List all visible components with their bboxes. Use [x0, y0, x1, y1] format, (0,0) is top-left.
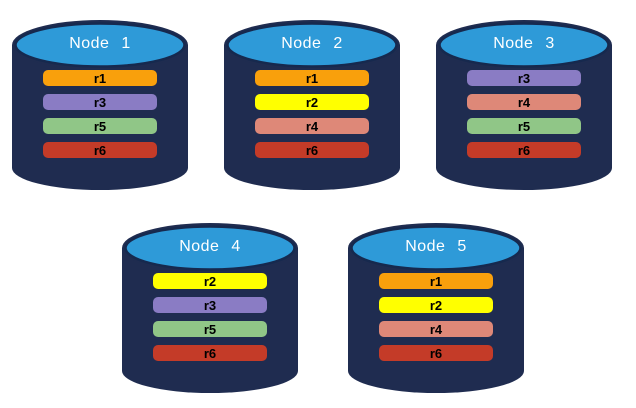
replica-bar: r2 — [255, 94, 369, 110]
replica-bar: r3 — [43, 94, 157, 110]
replica-bar: r1 — [255, 70, 369, 86]
replica-label: r2 — [203, 274, 217, 289]
replica-label: r5 — [517, 119, 531, 134]
replica-label: r5 — [203, 322, 217, 337]
replica-label: r5 — [93, 119, 107, 134]
replica-bar: r3 — [467, 70, 581, 86]
replica-bar: r4 — [255, 118, 369, 134]
node-5: Node 5 r1 r2 r4 r6 — [348, 213, 524, 394]
node-title: Node 2 — [281, 35, 343, 52]
replica-bar: r4 — [467, 94, 581, 110]
replica-label: r6 — [305, 143, 319, 158]
replica-label: r4 — [305, 119, 319, 134]
replica-bar: r2 — [153, 273, 267, 289]
node-title: Node 4 — [179, 238, 241, 255]
cylinder-top-face — [226, 22, 398, 68]
replica-label: r1 — [93, 71, 107, 86]
node-4: Node 4 r2 r3 r5 r6 — [122, 213, 298, 394]
node-3: Node 3 r3 r4 r5 r6 — [436, 10, 612, 191]
replica-label: r1 — [429, 274, 443, 289]
replica-bar: r6 — [467, 142, 581, 158]
replica-bar: r6 — [43, 142, 157, 158]
replica-bar: r5 — [153, 321, 267, 337]
replica-bar: r5 — [467, 118, 581, 134]
node-title: Node 3 — [493, 35, 555, 52]
cylinder-top-face — [438, 22, 610, 68]
replica-bar: r5 — [43, 118, 157, 134]
node-1: Node 1 r1 r3 r5 r6 — [12, 10, 188, 191]
replica-label: r4 — [517, 95, 531, 110]
cylinder-top-face — [14, 22, 186, 68]
replica-label: r2 — [305, 95, 319, 110]
replica-bar: r6 — [255, 142, 369, 158]
replica-label: r6 — [203, 346, 217, 361]
replica-bar: r3 — [153, 297, 267, 313]
replica-label: r6 — [517, 143, 531, 158]
replica-label: r3 — [93, 95, 107, 110]
node-title: Node 5 — [405, 238, 467, 255]
replica-bar: r2 — [379, 297, 493, 313]
replica-bar: r1 — [43, 70, 157, 86]
replica-bar: r4 — [379, 321, 493, 337]
replica-label: r4 — [429, 322, 443, 337]
replica-label: r6 — [429, 346, 443, 361]
replica-bar: r1 — [379, 273, 493, 289]
replica-label: r3 — [517, 71, 531, 86]
cylinder-top-face — [124, 225, 296, 271]
node-2: Node 2 r1 r2 r4 r6 — [224, 10, 400, 191]
cylinder-top-face — [350, 225, 522, 271]
replica-label: r3 — [203, 298, 217, 313]
replica-label: r6 — [93, 143, 107, 158]
replica-bar: r6 — [379, 345, 493, 361]
replica-label: r2 — [429, 298, 443, 313]
node-title: Node 1 — [69, 35, 131, 52]
replica-bar: r6 — [153, 345, 267, 361]
replica-label: r1 — [305, 71, 319, 86]
